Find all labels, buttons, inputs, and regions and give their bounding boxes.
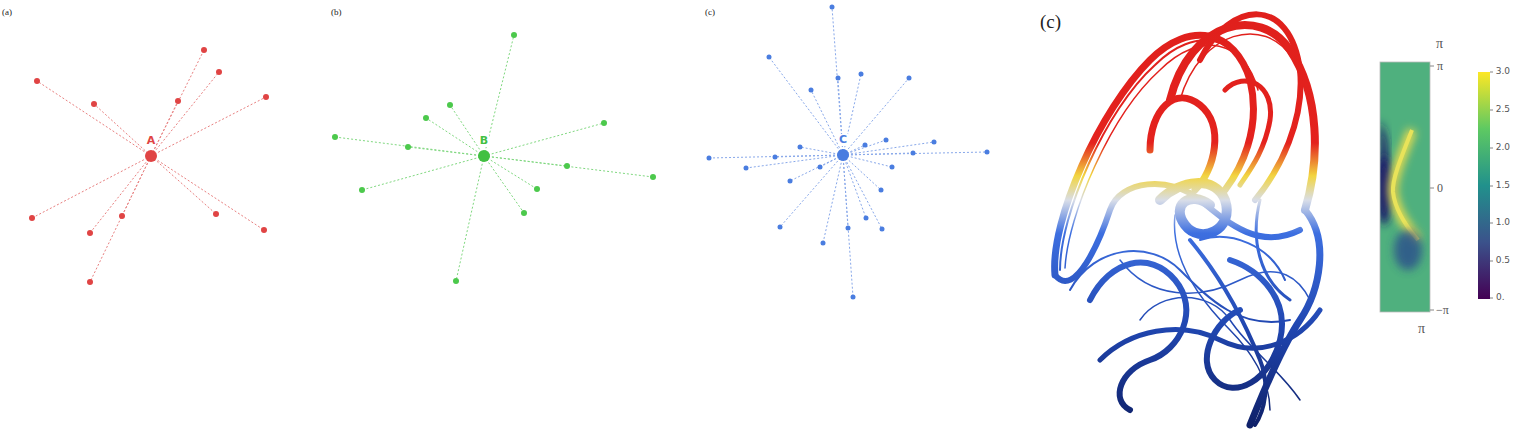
colorbar-tick: 1.0 xyxy=(1496,218,1510,227)
star-graph-a xyxy=(32,50,266,282)
colorbar-tick: 2.5 xyxy=(1496,105,1510,114)
colorbar-tick: 0. xyxy=(1496,293,1505,302)
colorbar-tick: 0.5 xyxy=(1496,256,1510,265)
leaf-dots-b xyxy=(332,32,656,284)
ribbon-knot xyxy=(1055,14,1320,425)
phase-panel xyxy=(1376,62,1434,312)
star-graph-c xyxy=(709,7,987,297)
axis-tick: 0 xyxy=(1437,182,1443,194)
panel-label: (c) xyxy=(705,8,715,17)
hub-node: C xyxy=(831,128,855,161)
colorbar-tick: 1.5 xyxy=(1496,181,1510,190)
panel-label: (a) xyxy=(2,8,12,17)
axis-tick: π xyxy=(1418,322,1425,336)
colorbar xyxy=(1478,72,1493,299)
axis-tick: π xyxy=(1436,37,1443,51)
colorbar-tick: 3.0 xyxy=(1496,67,1510,76)
hub-dot xyxy=(478,150,490,162)
hub-label: B xyxy=(479,135,489,147)
axis-tick: −π xyxy=(1436,304,1449,316)
leaf-dots-c xyxy=(707,5,990,300)
leaf-dots-a xyxy=(29,47,269,285)
hub-dot xyxy=(837,149,849,161)
hub-label: A xyxy=(146,135,157,147)
hub-dot xyxy=(145,150,157,162)
panel-label: (c) xyxy=(1040,12,1061,31)
hub-node: B xyxy=(472,129,496,162)
hub-label: C xyxy=(838,134,848,146)
colorbar-tick: 2.0 xyxy=(1496,143,1510,152)
panel-label: (b) xyxy=(331,8,342,17)
star-graph-b xyxy=(335,35,653,281)
hub-node: A xyxy=(139,129,163,162)
axis-tick: π xyxy=(1437,60,1443,72)
